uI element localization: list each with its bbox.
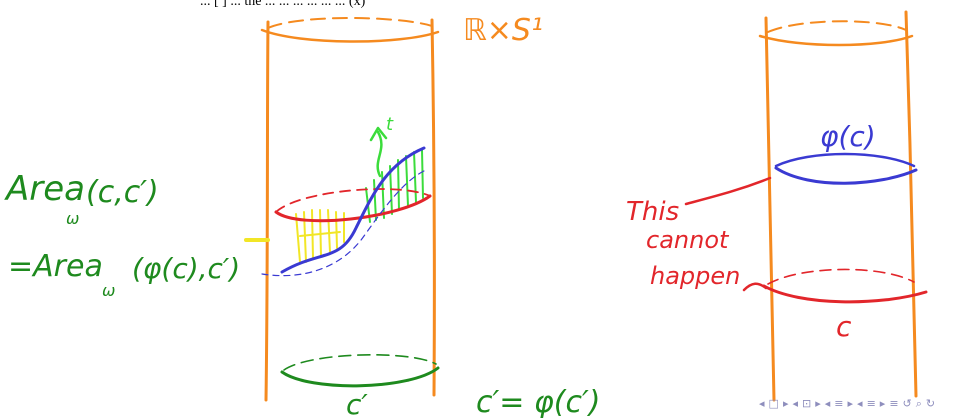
area-subscript: ω <box>66 209 79 228</box>
loop-c-right <box>762 268 928 304</box>
area-phi-subscript: ω <box>102 281 115 300</box>
beamer-nav-bar: ◂ □ ▸ ◂ ⊡ ▸ ◂ ≡ ▸ ◂ ≡ ▸ ≡ ↺ ⌕ ↻ <box>758 394 936 414</box>
loop-c-prime <box>280 354 440 388</box>
area-label: Area <box>4 169 85 209</box>
nav-next-subsection-icon[interactable]: ▸ <box>815 397 821 410</box>
nav-back-icon[interactable]: ↺ <box>902 397 912 410</box>
area-args: (c,c′) <box>86 175 159 210</box>
nav-toc-icon[interactable]: ≡ <box>889 397 899 410</box>
space-label: ℝ×S¹ <box>463 13 543 48</box>
yellow-hatching <box>244 209 345 263</box>
nav-search-icon[interactable]: ⌕ <box>915 397 922 410</box>
c-prime-label: c′ <box>346 388 368 418</box>
nav-frame-icon[interactable]: □ <box>768 397 779 410</box>
this-text: This <box>626 197 679 227</box>
nav-doc-icon[interactable]: ≡ <box>866 397 876 410</box>
right-cylinder <box>758 10 918 402</box>
nav-subsection-icon[interactable]: ⊡ <box>802 397 812 410</box>
arrow-to-phi-c <box>684 176 772 206</box>
nav-next-section-icon[interactable]: ▸ <box>847 397 854 410</box>
nav-next-frame-icon[interactable]: ▸ <box>782 397 789 410</box>
nav-prev-section-icon[interactable]: ◂ <box>824 397 831 410</box>
loop-c-left <box>274 188 432 223</box>
top-caption: ... [ ] ... the ... ... ... ... ... ... … <box>200 0 366 8</box>
t-arrow <box>369 126 388 178</box>
t-label: t <box>386 114 394 135</box>
phi-c-label: φ(c) <box>820 120 876 153</box>
c-right-label: c <box>836 310 852 343</box>
left-cylinder <box>260 17 440 402</box>
nav-forward-icon[interactable]: ↻ <box>925 397 936 410</box>
area-phi-args: (φ(c),c′) <box>132 252 240 285</box>
cannot-text: cannot <box>646 226 730 254</box>
c-prime-equation: c′= φ(c′) <box>476 385 600 418</box>
happen-text: happen <box>650 262 740 290</box>
nav-prev-frame-icon[interactable]: ◂ <box>759 397 765 410</box>
nav-prev-subsection-icon[interactable]: ◂ <box>792 397 798 410</box>
nav-prev-doc-icon[interactable]: ◂ <box>857 397 863 410</box>
nav-next-doc-icon[interactable]: ▸ <box>879 397 886 410</box>
curve-phi-c-left <box>261 146 427 277</box>
area-phi-label: =Area <box>8 249 103 284</box>
loop-phi-c-right <box>774 152 918 185</box>
arrow-to-c <box>742 282 768 292</box>
nav-section-icon[interactable]: ≡ <box>834 397 844 410</box>
